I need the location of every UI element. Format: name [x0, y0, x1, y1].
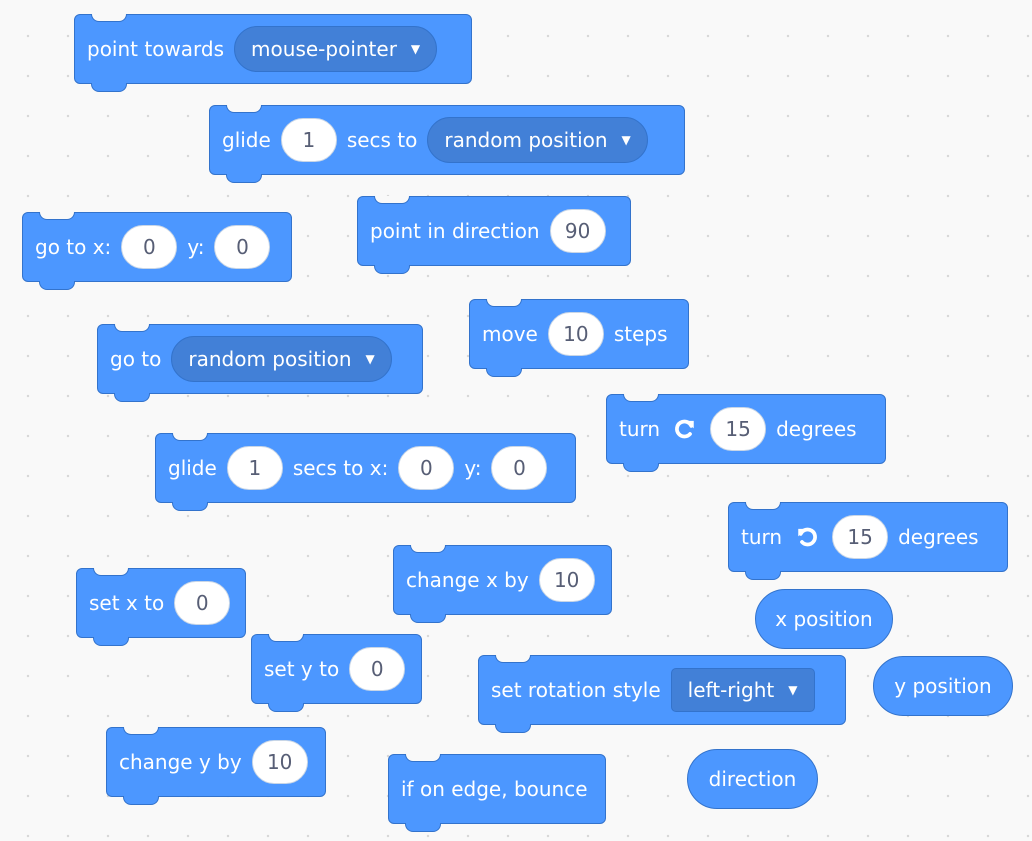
move-steps-input[interactable]: 10 — [547, 312, 604, 356]
go-to-label: go to — [110, 347, 162, 371]
go-to-y-input[interactable]: 0 — [214, 225, 271, 269]
go-to-block[interactable]: go to random position ▼ — [97, 324, 423, 402]
chevron-down-icon: ▼ — [621, 133, 631, 147]
glide-to-block[interactable]: glide 1 secs to random position ▼ — [209, 105, 685, 183]
glide-y-label: y: — [464, 456, 482, 480]
set-x-input[interactable]: 0 — [174, 581, 231, 625]
glide-target-value: random position — [444, 128, 608, 152]
direction-reporter[interactable]: direction — [687, 749, 818, 809]
go-to-y-label: y: — [187, 235, 205, 259]
bounce-block[interactable]: if on edge, bounce — [388, 754, 606, 832]
glide-secs-input[interactable]: 1 — [280, 118, 337, 162]
glide-secs-to-label: secs to — [346, 128, 418, 152]
set-rotation-style-label: set rotation style — [491, 678, 661, 702]
point-towards-label: point towards — [87, 37, 225, 61]
turn-right-block[interactable]: turn 15 degrees — [606, 394, 886, 472]
glide-xy-block[interactable]: glide 1 secs to x: 0 y: 0 — [155, 433, 576, 511]
glide-target-dropdown[interactable]: random position ▼ — [427, 117, 648, 163]
set-rotation-style-block[interactable]: set rotation style left-right ▼ — [478, 655, 846, 733]
glide-label: glide — [222, 128, 271, 152]
turn-left-degrees-label: degrees — [898, 525, 979, 549]
set-x-block[interactable]: set x to 0 — [76, 568, 246, 646]
rotate-left-icon — [792, 522, 822, 552]
chevron-down-icon: ▼ — [410, 42, 421, 56]
turn-right-label: turn — [619, 417, 661, 441]
go-to-x-input[interactable]: 0 — [121, 225, 178, 269]
change-x-block[interactable]: change x by 10 — [393, 545, 612, 623]
change-y-input[interactable]: 10 — [251, 740, 308, 784]
point-towards-dropdown[interactable]: mouse-pointer ▼ — [234, 26, 438, 72]
y-position-reporter[interactable]: y position — [873, 656, 1013, 716]
glide-xy-secs-input[interactable]: 1 — [226, 446, 283, 490]
turn-left-block[interactable]: turn 15 degrees — [728, 502, 1008, 580]
go-to-xy-block[interactable]: go to x: 0 y: 0 — [22, 212, 292, 290]
change-x-input[interactable]: 10 — [538, 558, 595, 602]
glide-y-input[interactable]: 0 — [491, 446, 548, 490]
set-x-label: set x to — [89, 591, 165, 615]
go-to-target-dropdown[interactable]: random position ▼ — [171, 336, 392, 382]
point-in-direction-label: point in direction — [370, 219, 540, 243]
point-in-direction-block[interactable]: point in direction 90 — [357, 196, 631, 274]
chevron-down-icon: ▼ — [788, 683, 798, 697]
go-to-x-label: go to x: — [35, 235, 112, 259]
bounce-label: if on edge, bounce — [401, 777, 588, 801]
set-y-label: set y to — [264, 657, 340, 681]
glide-xy-label: glide — [168, 456, 217, 480]
change-x-label: change x by — [406, 568, 529, 592]
move-label: move — [482, 322, 538, 346]
go-to-target-value: random position — [188, 347, 352, 371]
glide-x-input[interactable]: 0 — [398, 446, 455, 490]
rotation-style-value: left-right — [687, 678, 775, 702]
x-position-reporter[interactable]: x position — [755, 589, 893, 649]
turn-right-degrees-label: degrees — [776, 417, 857, 441]
turn-right-input[interactable]: 15 — [710, 407, 767, 451]
point-towards-value: mouse-pointer — [251, 37, 397, 61]
turn-left-label: turn — [741, 525, 783, 549]
rotation-style-dropdown[interactable]: left-right ▼ — [670, 668, 815, 712]
turn-left-input[interactable]: 15 — [832, 515, 889, 559]
steps-label: steps — [613, 322, 668, 346]
move-steps-block[interactable]: move 10 steps — [469, 299, 689, 377]
rotate-right-icon — [670, 414, 700, 444]
glide-xy-secs-to-x-label: secs to x: — [292, 456, 389, 480]
change-y-block[interactable]: change y by 10 — [106, 727, 326, 805]
point-towards-block[interactable]: point towards mouse-pointer ▼ — [74, 14, 472, 92]
direction-input[interactable]: 90 — [549, 209, 606, 253]
set-y-block[interactable]: set y to 0 — [251, 634, 422, 712]
chevron-down-icon: ▼ — [365, 352, 375, 366]
change-y-label: change y by — [119, 750, 242, 774]
set-y-input[interactable]: 0 — [349, 647, 406, 691]
